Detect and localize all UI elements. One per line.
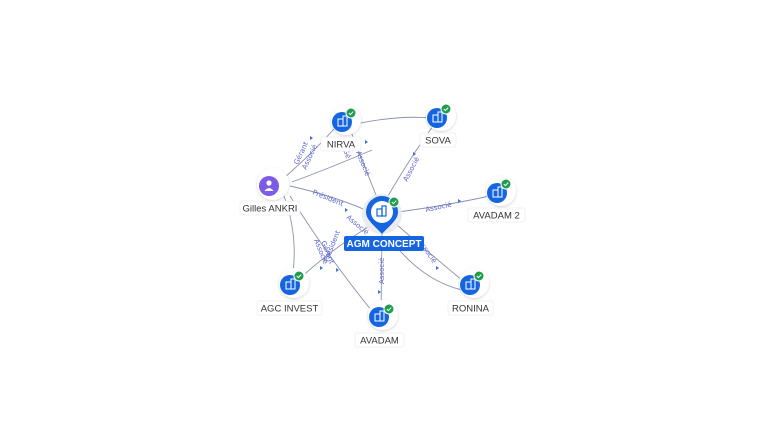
node-nirva[interactable]: NIRVA (320, 105, 362, 152)
check-icon (345, 107, 357, 119)
edge-label: Gé (341, 148, 352, 160)
edge-center-sova (387, 125, 434, 197)
arrow-marker (436, 266, 439, 270)
node-center[interactable]: AGM CONCEPT (344, 194, 424, 251)
check-icon (440, 103, 452, 115)
check-icon (500, 178, 512, 190)
edge-nirva-sova (355, 116, 433, 125)
edge-arrows (310, 136, 461, 294)
check-icon (383, 303, 395, 315)
node-avadam2[interactable]: AVADAM 2 (467, 176, 526, 223)
person-icon (259, 176, 279, 196)
edge-label: Président (311, 188, 345, 208)
node-label: AVADAM 2 (473, 211, 520, 222)
node-label: AVADAM (360, 336, 399, 347)
edge-person-center-top (291, 149, 373, 183)
node-label: NIRVA (327, 140, 356, 151)
arrow-marker (310, 136, 313, 140)
node-label: RONINA (452, 304, 490, 315)
node-label: Gilles ANKRI (243, 204, 298, 215)
check-icon (293, 270, 305, 282)
arrow-marker (365, 140, 368, 144)
node-label: AGC INVEST (261, 304, 319, 315)
arrow-marker (336, 268, 339, 272)
check-icon (473, 270, 485, 282)
node-avadam[interactable]: AVADAM (354, 300, 405, 348)
edge-label: Associé (425, 201, 453, 214)
center-node-label: AGM CONCEPT (347, 239, 422, 250)
node-person[interactable]: Gilles ANKRI (239, 168, 301, 216)
arrow-marker (458, 199, 461, 203)
node-label: SOVA (425, 136, 451, 147)
arrow-marker (413, 152, 416, 156)
edge-label: Associé (354, 150, 371, 178)
node-agcinvest[interactable]: AGC INVEST (256, 268, 323, 316)
check-icon (388, 196, 400, 208)
edge-label: Associé (378, 258, 386, 284)
edge-center-avadam2 (397, 194, 495, 213)
node-sova[interactable]: SOVA (419, 101, 457, 148)
arrow-marker (345, 208, 348, 212)
arrow-marker (320, 266, 323, 270)
edge-label: Associé (402, 156, 421, 183)
node-ronina[interactable]: RONINA (447, 268, 494, 316)
arrow-marker (378, 290, 381, 294)
